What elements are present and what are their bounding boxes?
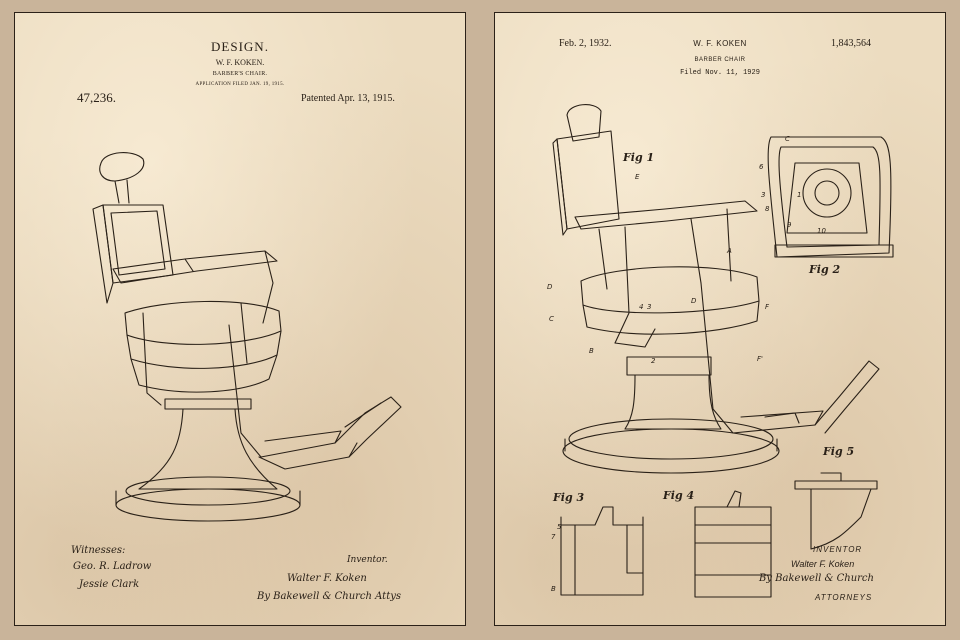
patented-date: Patented Apr. 13, 1915. <box>301 93 395 104</box>
patent-sheet-left: DESIGN. W. F. KOKEN. BARBER'S CHAIR. APP… <box>14 12 466 626</box>
inventor-label: INVENTOR <box>813 545 863 554</box>
ref-label-3: 3 <box>647 303 652 311</box>
ref-label-C2: C <box>785 135 790 143</box>
ref-label-C: C <box>549 315 554 323</box>
barber-chair-drawing-right <box>552 104 894 598</box>
ref-label-2: 2 <box>651 357 656 365</box>
witness-signature-2: Jessie Clark <box>79 579 140 590</box>
patent-number: 1,843,564 <box>831 38 871 49</box>
attorney-signature: By Bakewell & Church <box>759 573 874 584</box>
ref-label-B2: B <box>551 585 556 593</box>
inventor-signature: Walter F. Koken <box>791 559 855 569</box>
design-heading: DESIGN. <box>211 39 269 54</box>
figure-label-2: Fig 2 <box>809 263 841 276</box>
ref-label-3b: 3 <box>761 191 766 199</box>
witnesses-label: Witnesses: <box>71 545 126 556</box>
figure-label-5: Fig 5 <box>823 445 855 458</box>
patent-number: 47,236. <box>77 90 116 105</box>
ref-label-8: 8 <box>765 205 770 213</box>
ref-label-1: 1 <box>797 191 802 199</box>
figure-label-3: Fig 3 <box>553 491 585 504</box>
patent-date: Feb. 2, 1932. <box>559 38 612 49</box>
ref-label-10: 10 <box>817 227 826 235</box>
ref-label-7: 7 <box>551 533 556 541</box>
ref-label-6: 6 <box>759 163 764 171</box>
inventor-name: W. F. KOKEN <box>693 39 747 48</box>
witness-signature-1: Geo. R. Ladrow <box>73 561 152 572</box>
ref-label-5: 5 <box>557 523 562 531</box>
filed-date: Filed Nov. 11, 1929 <box>680 69 760 77</box>
ref-label-F-prime: F' <box>757 355 763 363</box>
ref-label-A: A <box>727 247 732 255</box>
ref-label-E: E <box>635 173 640 181</box>
inventor-name: W. F. KOKEN. <box>215 58 265 67</box>
patent-title: BARBER'S CHAIR. <box>212 71 268 77</box>
ref-label-D2: D <box>691 297 697 305</box>
figure-label-1: Fig 1 <box>623 151 655 164</box>
ref-label-D: D <box>547 283 553 291</box>
ref-label-F: F <box>765 303 770 311</box>
patent-sheet-right: Feb. 2, 1932. W. F. KOKEN 1,843,564 BARB… <box>494 12 946 626</box>
figure-label-4: Fig 4 <box>663 489 695 502</box>
inventor-label: Inventor. <box>347 555 388 565</box>
patent-title: BARBER CHAIR <box>694 57 746 63</box>
ref-label-B: B <box>589 347 594 355</box>
inventor-signature: Walter F. Koken <box>287 573 367 584</box>
application-filed: APPLICATION FILED JAN. 19, 1915. <box>195 82 285 87</box>
attorneys-label: ATTORNEYS <box>815 593 873 602</box>
attorney-signature: By Bakewell & Church Attys <box>257 591 401 602</box>
ref-label-9: 9 <box>787 221 792 229</box>
ref-label-4: 4 <box>639 303 644 311</box>
barber-chair-drawing-left <box>92 152 402 522</box>
